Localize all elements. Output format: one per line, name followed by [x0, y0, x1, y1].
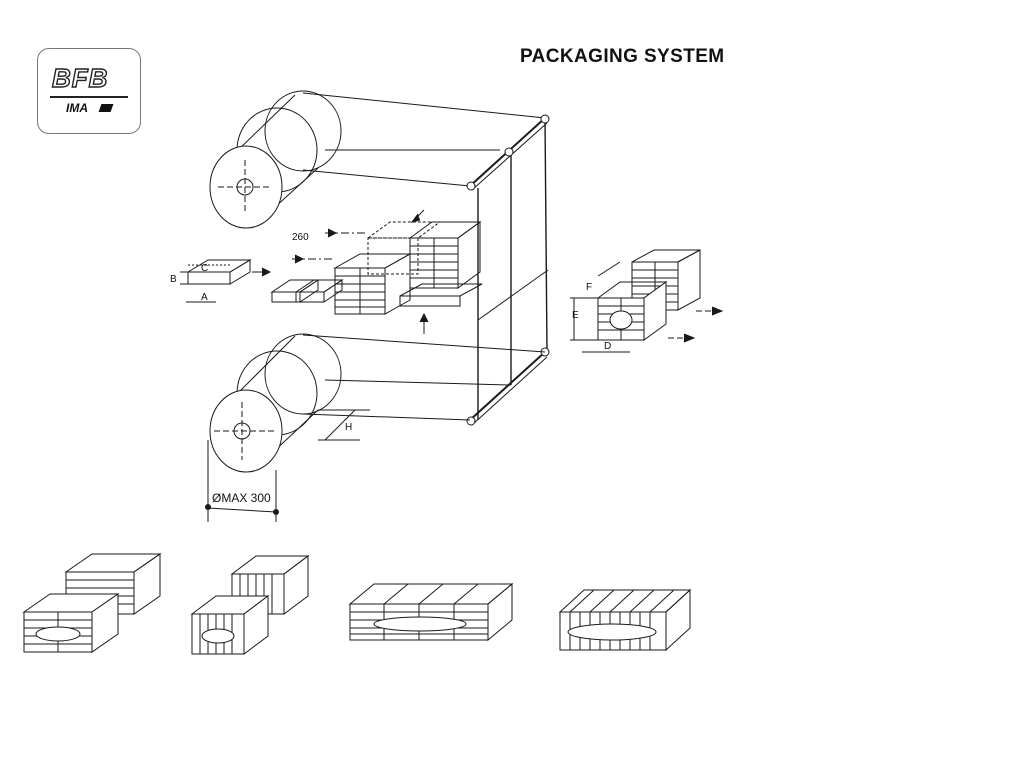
label-f: F: [586, 282, 592, 293]
output-dimensions: [570, 261, 630, 353]
example-bundle-1: [22, 553, 162, 653]
label-c: C: [201, 263, 208, 274]
label-e: E: [572, 310, 579, 321]
h-dimension: [318, 409, 370, 441]
page-title: PACKAGING SYSTEM: [520, 46, 725, 67]
wrapping-stack: [366, 221, 482, 289]
example-bundle-3: [348, 582, 514, 642]
example-bundle-4: [558, 588, 692, 652]
upper-film-web: [302, 92, 546, 187]
roll-diameter-dimension: [205, 440, 279, 522]
logo-sub-brand-text: IMA: [66, 101, 88, 115]
feed-arrow: [252, 267, 272, 277]
logo-divider: [50, 96, 128, 98]
example-bundle-2: [190, 555, 310, 655]
seal-arrows: [410, 209, 429, 334]
sealing-frame: [466, 114, 550, 426]
label-260: 260: [292, 232, 309, 243]
infeed-cartons: [270, 279, 344, 303]
lower-film-roll: [209, 333, 342, 473]
label-b: B: [170, 274, 177, 285]
label-roll-diameter: ØMAX 300: [212, 491, 271, 505]
logo-brand-text: BFB: [51, 62, 109, 93]
output-bundle-front: [596, 281, 668, 341]
label-d: D: [604, 341, 611, 352]
company-logo: BFB IMA: [37, 48, 141, 134]
output-arrows: [668, 306, 724, 343]
pusher-travel-260: [292, 228, 365, 264]
single-carton: [180, 259, 252, 303]
tunnel-platform: [399, 283, 483, 307]
lower-film-web: [302, 334, 546, 421]
upper-film-roll: [209, 90, 342, 229]
label-a: A: [201, 292, 208, 303]
collated-stack: [333, 253, 412, 315]
label-h: H: [345, 422, 352, 433]
